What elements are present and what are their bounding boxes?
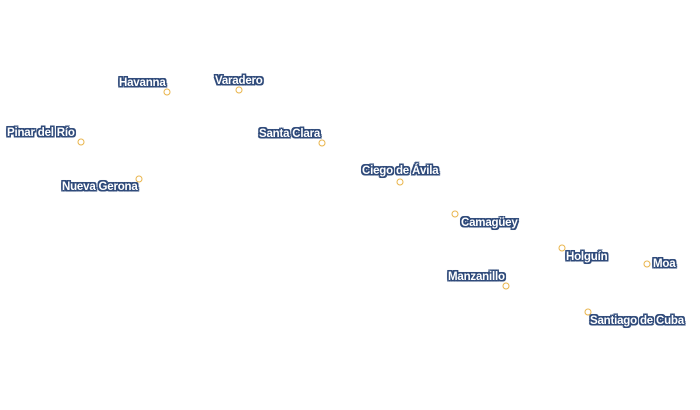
city-marker-varadero[interactable] bbox=[235, 86, 243, 94]
city-marker-camaguey[interactable] bbox=[451, 210, 459, 218]
city-label-camaguey: Camagüey bbox=[461, 217, 518, 229]
city-marker-moa[interactable] bbox=[643, 260, 651, 268]
city-marker-pinar-del-rio[interactable] bbox=[77, 138, 85, 146]
city-label-santiago-de-cuba: Santiago de Cuba bbox=[590, 315, 684, 327]
city-label-santa-clara: Santa Clara bbox=[259, 128, 321, 140]
city-label-havanna: Havanna bbox=[119, 77, 166, 89]
city-label-holguin: Holguín bbox=[566, 251, 608, 263]
city-marker-ciego-de-avila[interactable] bbox=[396, 178, 404, 186]
city-label-varadero: Varadero bbox=[215, 75, 263, 87]
city-marker-santiago-de-cuba[interactable] bbox=[584, 308, 592, 316]
city-label-manzanillo: Manzanillo bbox=[448, 271, 505, 283]
city-marker-nueva-gerona[interactable] bbox=[135, 175, 143, 183]
city-marker-manzanillo[interactable] bbox=[502, 282, 510, 290]
city-label-moa: Moa bbox=[653, 258, 676, 270]
city-marker-havanna[interactable] bbox=[163, 88, 171, 96]
city-marker-holguin[interactable] bbox=[558, 244, 566, 252]
city-label-nueva-gerona: Nueva Gerona bbox=[62, 181, 138, 193]
city-marker-santa-clara[interactable] bbox=[318, 139, 326, 147]
city-label-pinar-del-rio: Pinar del Río bbox=[7, 127, 75, 139]
city-label-ciego-de-avila: Ciego de Ávila bbox=[362, 165, 439, 177]
